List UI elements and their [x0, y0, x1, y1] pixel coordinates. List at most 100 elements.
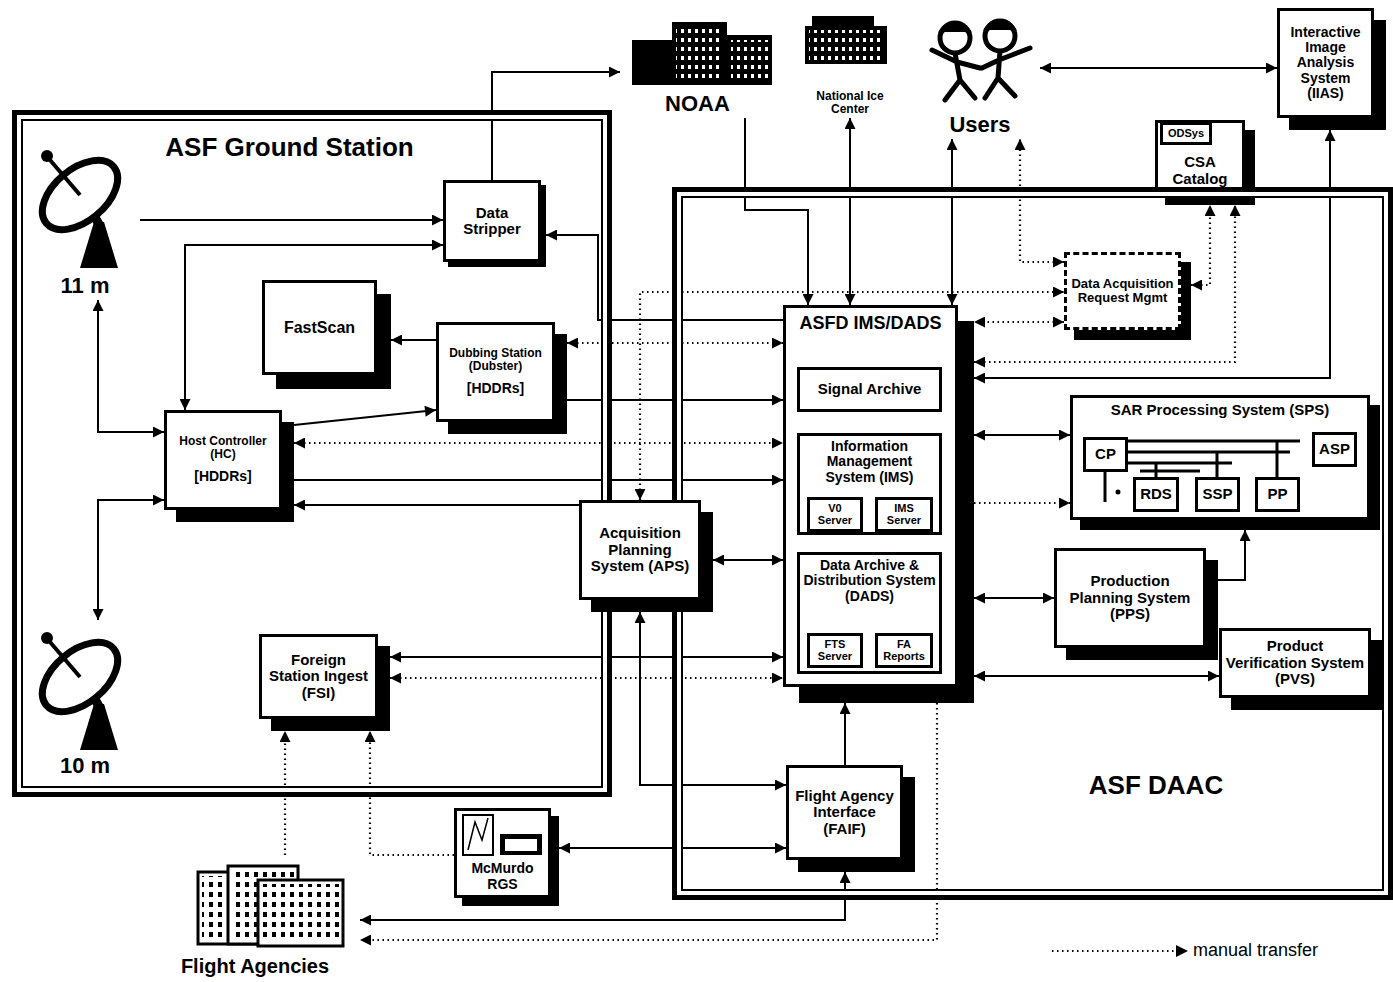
node-label: PP	[1267, 486, 1287, 503]
manual-transfer-connector	[390, 677, 783, 679]
node-label: [HDDRs]	[467, 381, 525, 396]
building-block	[258, 880, 343, 946]
node-label: IMS Server	[881, 502, 927, 526]
node-label: FTS Server	[813, 638, 857, 662]
legend-line	[1052, 950, 1178, 952]
node-label: CP	[1095, 446, 1116, 463]
building-windows	[262, 884, 339, 942]
building-block	[632, 40, 672, 85]
legend-entry: manual transfer	[1050, 941, 1318, 961]
data-flow-connector	[713, 559, 783, 561]
catalog-box: CSA CatalogODSys	[1155, 120, 1245, 195]
terminal-screen	[505, 839, 537, 851]
manual-transfer-connector	[1191, 205, 1210, 285]
data-flow-connector	[390, 656, 783, 658]
node-label: Users	[949, 113, 1010, 137]
map-scribble	[468, 818, 488, 850]
processor-box: SSP	[1195, 477, 1240, 512]
data-flow-connector	[844, 703, 846, 765]
server-box: FA Reports	[875, 633, 933, 668]
process-box: Interactive Image Analysis System (IIAS)	[1277, 8, 1374, 118]
data-flow-connector	[294, 504, 579, 506]
node-label: FastScan	[284, 319, 355, 337]
data-flow-connector	[546, 235, 783, 320]
data-flow-connector	[98, 300, 164, 432]
legend-label: manual transfer	[1193, 941, 1318, 961]
antenna-icon	[30, 147, 131, 268]
node-label: 11 m	[61, 274, 110, 298]
bus-drop	[1104, 472, 1107, 502]
process-box: Foreign Station Ingest (FSI)	[259, 634, 378, 719]
process-box: Product Verification System (PVS)	[1219, 628, 1371, 698]
region-panel: ASF DAAC Data Acquisition Request MgmtASF…	[672, 187, 1393, 900]
figure-hair	[941, 25, 969, 32]
data-flow-connector	[391, 339, 436, 341]
data-flow-connector	[492, 72, 620, 180]
terminal-frame	[500, 834, 542, 855]
process-box: Data Stripper	[443, 180, 541, 262]
subsystem-box: Information Management System (IMS)V0 Se…	[797, 433, 942, 535]
system-box: ASFD IMS/DADSSignal ArchiveInformation M…	[783, 305, 958, 687]
agency-building: Flight Agencies	[150, 855, 360, 977]
ground-station-box: McMurdo RGS	[454, 808, 551, 898]
processor-box: RDS	[1133, 477, 1179, 512]
node-label: RDS	[1140, 486, 1172, 503]
node-label: Data Acquisition Request Mgmt	[1070, 277, 1175, 306]
building-icon	[805, 16, 887, 64]
figure-head	[940, 23, 970, 53]
node-label: Production Planning System (PPS)	[1060, 573, 1200, 623]
processor-box: CP	[1083, 437, 1128, 472]
process-box: Host Controller (HC)[HDDRs]	[164, 410, 282, 510]
node-label: FA Reports	[881, 638, 927, 662]
figure-head	[985, 21, 1015, 51]
node-label: ODSys	[1168, 127, 1204, 139]
antenna-pedestal	[80, 222, 118, 268]
building-block	[672, 22, 727, 85]
antenna-dish	[30, 147, 131, 243]
antenna-feed	[41, 150, 53, 162]
data-flow-connector	[1040, 67, 1277, 69]
connector-group	[98, 68, 1330, 940]
data-flow-connector	[745, 118, 808, 305]
building-block	[805, 26, 887, 64]
bus-line	[1128, 441, 1300, 471]
process-box: Production Planning System (PPS)	[1054, 548, 1206, 648]
server-box: V0 Server	[807, 497, 863, 532]
node-label: Interactive Image Analysis System (IIAS)	[1283, 25, 1368, 102]
region-panel: ASF Ground Station 11 m Data StripperFastS…	[12, 110, 612, 797]
station-icon	[463, 815, 542, 855]
building-icon	[632, 22, 772, 85]
node-label: Product Verification System (PVS)	[1225, 638, 1365, 688]
processor-box: PP	[1255, 477, 1300, 512]
node-label: [HDDRs]	[194, 469, 252, 484]
legend-arrow	[1176, 945, 1188, 957]
node-label: V0 Server	[813, 502, 857, 526]
node-label: Dubbing Station (Dubster)	[442, 347, 549, 373]
manual-transfer-connector	[1020, 139, 1064, 262]
data-flow-connector	[951, 139, 953, 305]
node-label: National Ice Center	[797, 90, 903, 116]
process-box: Dubbing Station (Dubster) [HDDRs]	[436, 322, 555, 422]
figure-body	[982, 48, 1030, 98]
manual-transfer-connector	[360, 703, 937, 940]
node-label: Acquisition Planning System (APS)	[585, 525, 695, 575]
node-label: NOAA	[665, 92, 730, 116]
antenna-feed	[41, 632, 53, 644]
node-label: Data Archive & Distribution System (DADS…	[803, 558, 936, 604]
data-flow-connector	[185, 245, 443, 410]
node-label: SAR Processing System (SPS)	[1111, 402, 1329, 419]
buildings-icon	[198, 866, 343, 946]
node-label: Data Stripper	[449, 205, 535, 238]
node-label: Foreign Station Ingest (FSI)	[265, 652, 372, 702]
building-windows	[731, 40, 769, 78]
manual-transfer-connector	[294, 442, 783, 444]
building-windows	[676, 26, 723, 78]
data-flow-connector	[98, 500, 164, 620]
data-flow-connector	[974, 597, 1054, 599]
antenna-station: 10 m	[30, 620, 140, 780]
system-box: SAR Processing System (SPS)CPRDSSSPPPASP	[1070, 395, 1370, 520]
server-box: IMS Server	[875, 497, 933, 532]
region-title: ASF DAAC	[1089, 771, 1223, 800]
region-title: ASF Ground Station	[165, 133, 413, 162]
